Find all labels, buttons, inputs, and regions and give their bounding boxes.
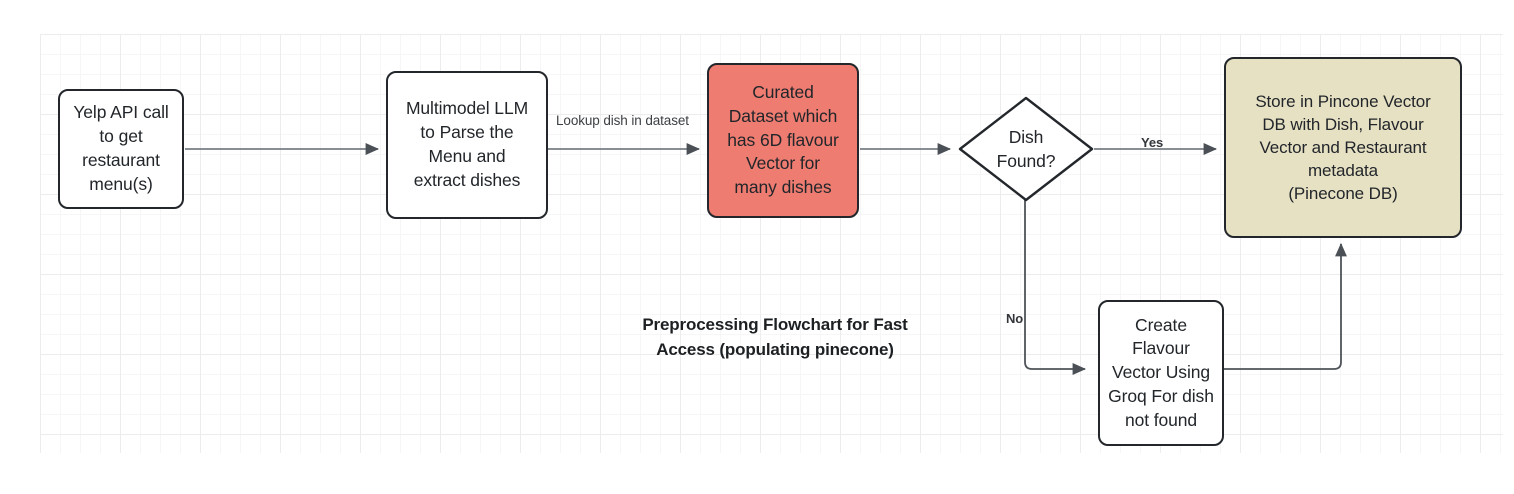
diamond-shape <box>958 96 1094 202</box>
edge-create-to-store <box>1224 242 1347 370</box>
node-dish-found-label: Dish Found? <box>996 126 1056 171</box>
node-create-flavour-vector[interactable]: Create Flavour Vector Using Groq For dis… <box>1098 300 1224 446</box>
node-yelp-api-label: Yelp API call to get restaurant menu(s) <box>73 102 169 194</box>
edge-label-no: No <box>1006 311 1024 326</box>
node-curated-dataset-label: Curated Dataset which has 6D flavour Vec… <box>727 82 839 198</box>
node-pinecone-store-label: Store in Pincone Vector DB with Dish, Fl… <box>1255 91 1431 204</box>
node-pinecone-store[interactable]: Store in Pincone Vector DB with Dish, Fl… <box>1224 57 1462 238</box>
node-yelp-api[interactable]: Yelp API call to get restaurant menu(s) <box>58 89 184 209</box>
node-multimodel-llm[interactable]: Multimodel LLM to Parse the Menu and ext… <box>386 71 548 219</box>
node-create-flavour-vector-label: Create Flavour Vector Using Groq For dis… <box>1108 314 1214 430</box>
node-dish-found[interactable]: Dish Found? <box>958 96 1094 202</box>
edge-label-lookup-dish: Lookup dish in dataset <box>556 113 689 128</box>
node-curated-dataset[interactable]: Curated Dataset which has 6D flavour Vec… <box>707 63 859 218</box>
diagram-title: Preprocessing Flowchart for Fast Access … <box>642 315 908 359</box>
edge-decision-no-to-create <box>1024 200 1087 375</box>
node-multimodel-llm-label: Multimodel LLM to Parse the Menu and ext… <box>405 98 529 190</box>
edge-label-yes: Yes <box>1141 135 1164 150</box>
